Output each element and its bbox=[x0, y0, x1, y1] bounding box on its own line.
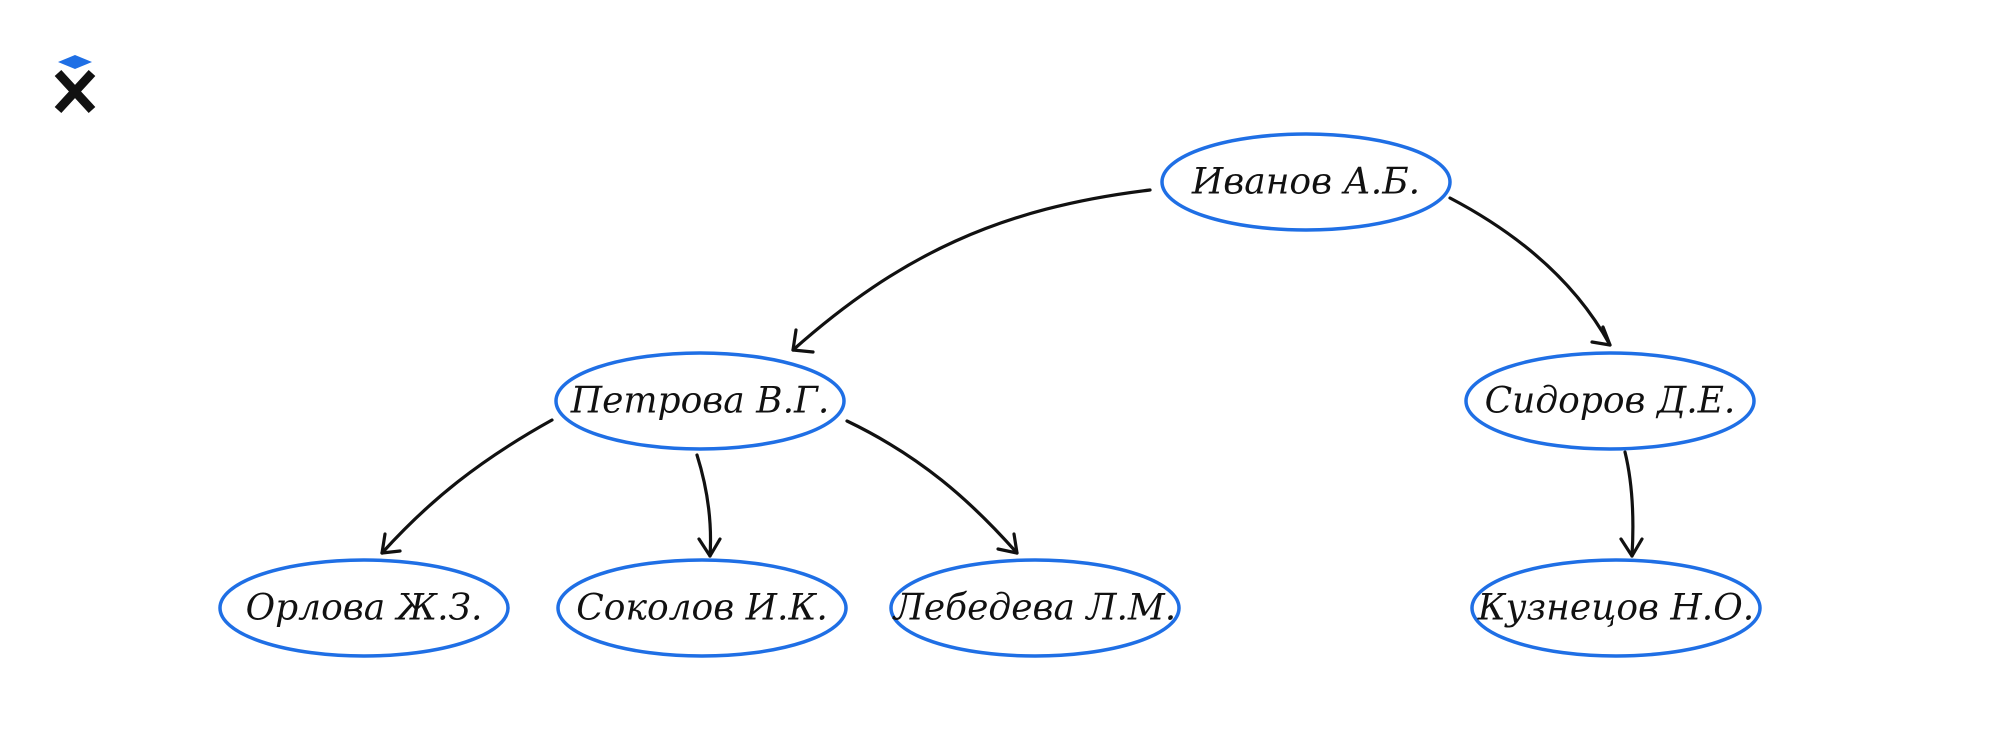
x-logo-icon bbox=[54, 55, 96, 114]
edges-layer bbox=[380, 188, 1644, 558]
node-kuznetsov[interactable]: Кузнецов Н.О. bbox=[1470, 558, 1762, 658]
node-label: Кузнецов Н.О. bbox=[1477, 588, 1754, 629]
node-label: Петрова В.Г. bbox=[570, 381, 830, 422]
node-label: Лебедева Л.М. bbox=[892, 588, 1176, 629]
node-ivanov[interactable]: Иванов А.Б. bbox=[1160, 132, 1452, 232]
node-petrova[interactable]: Петрова В.Г. bbox=[554, 351, 846, 451]
node-label: Орлова Ж.З. bbox=[246, 588, 483, 629]
node-sidorov[interactable]: Сидоров Д.Е. bbox=[1464, 351, 1756, 451]
edge-n3-n7 bbox=[1619, 450, 1644, 558]
nodes-layer: Иванов А.Б. Петрова В.Г. Сидоров Д.Е. Ор… bbox=[218, 132, 1762, 658]
node-orlova[interactable]: Орлова Ж.З. bbox=[218, 558, 510, 658]
node-label: Иванов А.Б. bbox=[1191, 162, 1420, 203]
edge-n1-n2 bbox=[791, 188, 1152, 354]
edge-n1-n3 bbox=[1448, 196, 1612, 347]
node-sokolov[interactable]: Соколов И.К. bbox=[556, 558, 848, 658]
edge-n2-n4 bbox=[380, 418, 554, 555]
node-lebedeva[interactable]: Лебедева Л.М. bbox=[889, 558, 1181, 658]
node-label: Соколов И.К. bbox=[576, 588, 828, 629]
edge-n2-n6 bbox=[845, 419, 1019, 555]
edge-n2-n5 bbox=[695, 453, 722, 558]
node-label: Сидоров Д.Е. bbox=[1485, 381, 1736, 422]
